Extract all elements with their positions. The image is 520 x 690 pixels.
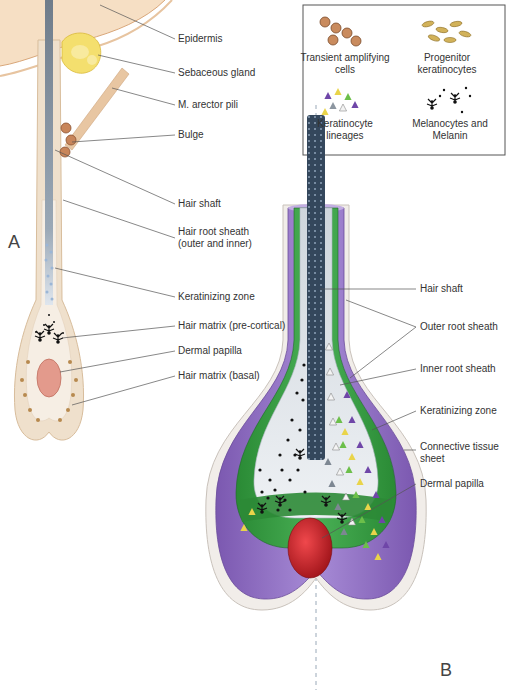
legend-text: Melanocytes and Melanin [405, 118, 495, 142]
part-label: Connective tissue sheet [420, 441, 505, 465]
matrix-cells [20, 360, 78, 422]
part-label: Dermal papilla [420, 478, 484, 490]
dermal-papilla [37, 359, 61, 397]
gland-lobe [71, 45, 89, 59]
part-label: Hair root sheath (outer and inner) [178, 226, 273, 250]
bulge-cells [60, 123, 76, 157]
gland-lobe [87, 55, 97, 65]
legend-sample [422, 20, 472, 42]
melanin [258, 363, 306, 511]
hair-shaft [45, 0, 53, 305]
legend-sample [320, 17, 361, 46]
panel-letter: A [8, 232, 20, 252]
legend-sample [427, 87, 471, 113]
part-label: Hair shaft [178, 198, 221, 210]
sebaceous-gland [62, 33, 101, 73]
arrector-muscle [65, 68, 129, 150]
part-label: Outer root sheath [420, 321, 498, 333]
part-label: M. arector pili [178, 99, 238, 111]
panel-letter: B [440, 660, 452, 680]
legend-text: Keratinocyte lineages [300, 118, 390, 142]
hair-shaft [307, 115, 325, 460]
part-label: Inner root sheath [420, 363, 496, 375]
keratinocyte-lineages [240, 343, 389, 560]
melanin [35, 314, 64, 334]
part-label: Epidermis [178, 33, 222, 45]
epidermis-line [0, 0, 172, 76]
keratinizing-dots [45, 244, 54, 301]
melanocytes [35, 324, 63, 344]
part-label: Dermal papilla [178, 345, 242, 357]
part-label: Hair matrix (pre-cortical) [178, 320, 285, 332]
part-label: Keratinizing zone [420, 405, 497, 417]
dermal-papilla [288, 518, 332, 578]
legend-text: Transient amplifying cells [300, 52, 390, 76]
part-label: Hair matrix (basal) [178, 370, 260, 382]
part-label: Bulge [178, 129, 204, 141]
legend-text: Progenitor keratinocytes [402, 52, 492, 76]
matrix-band [240, 493, 392, 523]
part-label: Sebaceous gland [178, 67, 255, 79]
leader-lines [55, 5, 175, 405]
part-label: Hair shaft [420, 283, 463, 295]
part-label: Keratinizing zone [178, 291, 255, 303]
legend-sample [321, 88, 358, 115]
leader-lines [320, 289, 416, 538]
melanocytes [257, 449, 347, 524]
